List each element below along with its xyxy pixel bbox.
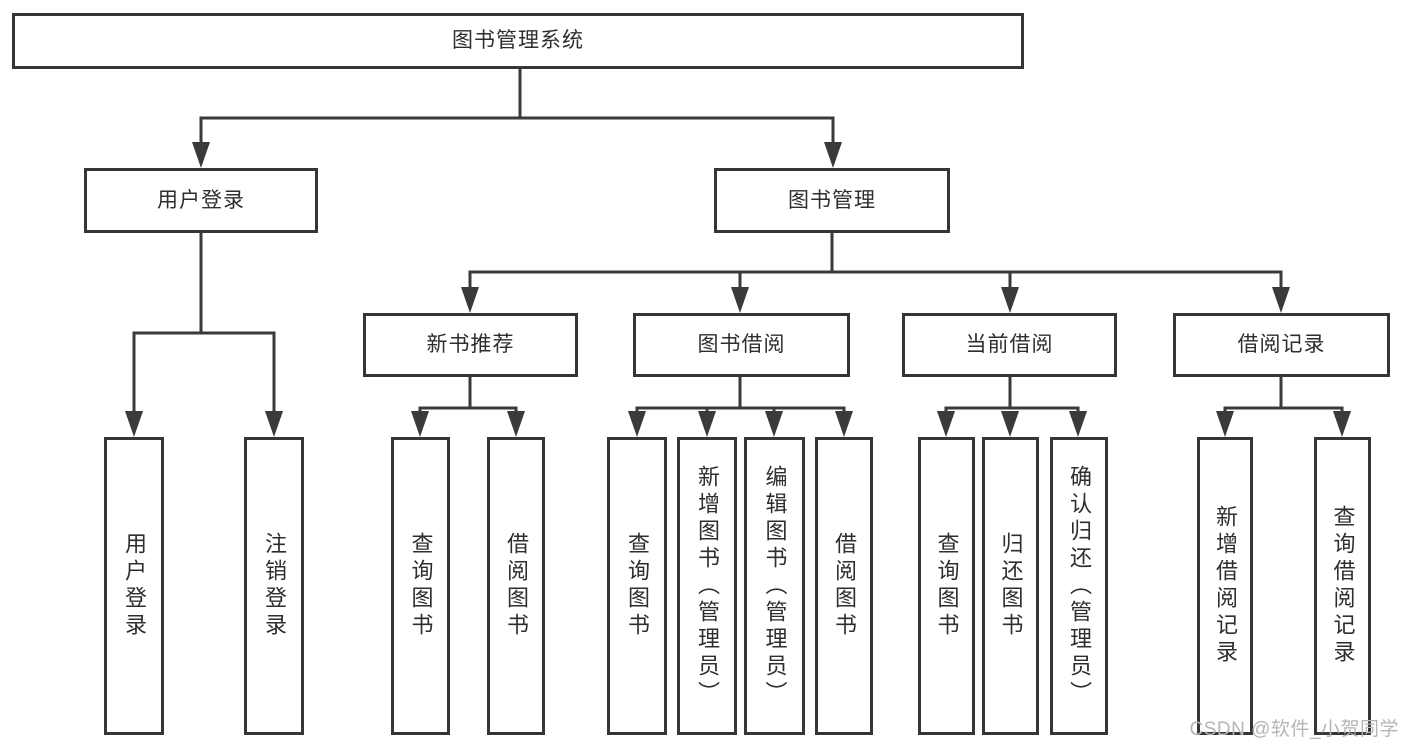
leaf-borrow-books-2: 借阅图书 xyxy=(815,437,873,735)
leaf-confirm-return-admin: 确认归还（管理员） xyxy=(1050,437,1108,735)
node-borrowing-records: 借阅记录 xyxy=(1173,313,1390,377)
node-user-login-branch: 用户登录 xyxy=(84,168,318,233)
watermark: CSDN @软件_小贺同学 xyxy=(1189,719,1399,740)
leaf-user-login: 用户登录 xyxy=(104,437,164,735)
node-book-borrowing: 图书借阅 xyxy=(633,313,850,377)
leaf-edit-books-admin: 编辑图书（管理员） xyxy=(744,437,805,735)
leaf-add-books-admin: 新增图书（管理员） xyxy=(677,437,737,735)
leaf-query-books-1: 查询图书 xyxy=(391,437,450,735)
leaf-query-borrow-record: 查询借阅记录 xyxy=(1314,437,1371,735)
leaf-query-books-3: 查询图书 xyxy=(918,437,975,735)
node-new-book-recommend: 新书推荐 xyxy=(363,313,578,377)
leaf-query-books-2: 查询图书 xyxy=(607,437,667,735)
node-root: 图书管理系统 xyxy=(12,13,1024,69)
node-book-management: 图书管理 xyxy=(714,168,950,233)
leaf-return-books: 归还图书 xyxy=(982,437,1039,735)
leaf-logout: 注销登录 xyxy=(244,437,304,735)
leaf-add-borrow-record: 新增借阅记录 xyxy=(1197,437,1253,735)
node-current-borrowing: 当前借阅 xyxy=(902,313,1117,377)
leaf-borrow-books-1: 借阅图书 xyxy=(487,437,545,735)
